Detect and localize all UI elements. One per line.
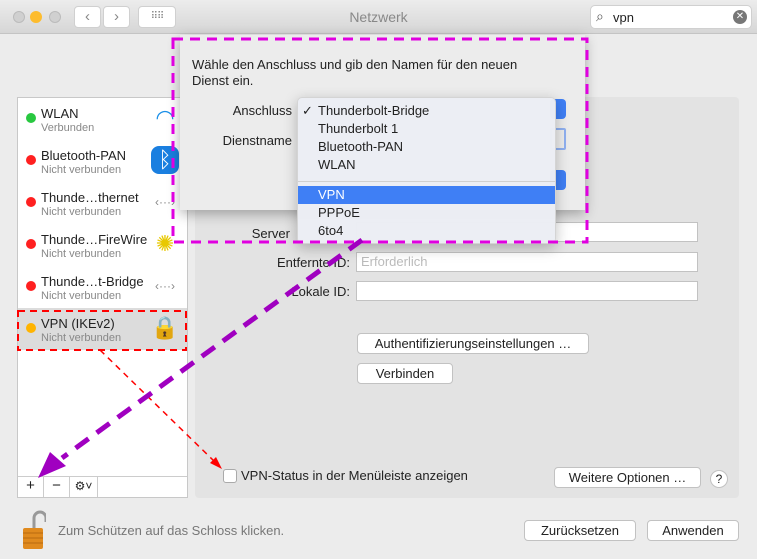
show-all-grid-button[interactable]: ⠿⠿ [138, 6, 176, 28]
service-status: Nicht verbunden [41, 290, 122, 302]
bridge-icon: ‹···› [155, 279, 175, 293]
apply-button[interactable]: Anwenden [647, 520, 739, 541]
service-row[interactable]: WLAN Verbunden ◠ [18, 98, 187, 140]
status-dot [26, 113, 36, 123]
service-status: Nicht verbunden [41, 248, 122, 260]
more-options-button[interactable]: Weitere Optionen … [554, 467, 701, 488]
vpn-status-checkbox[interactable] [223, 469, 237, 483]
service-row[interactable]: Thunde…t-Bridge Nicht verbunden ‹···› [18, 266, 187, 308]
sheet-message: Wähle den Anschluss und gib den Namen fü… [192, 57, 518, 88]
service-name: Thunde…FireWire [41, 232, 148, 247]
interface-label: Anschluss [232, 103, 292, 118]
checkmark-icon: ✓ [302, 103, 313, 118]
help-button[interactable]: ? [710, 470, 728, 488]
lock-icon: 🔒 [151, 315, 179, 340]
status-dot [26, 155, 36, 165]
close-window-button[interactable] [13, 11, 25, 23]
status-dot [26, 281, 36, 291]
vpn-status-label: VPN-Status in der Menüleiste anzeigen [241, 468, 468, 483]
status-dot [26, 197, 36, 207]
ethernet-icon: ‹···› [155, 195, 175, 209]
menu-item[interactable]: WLAN [318, 157, 356, 172]
local-id-input[interactable] [356, 281, 698, 301]
menu-item[interactable]: Thunderbolt-Bridge [318, 103, 430, 118]
minimize-window-button[interactable] [30, 11, 42, 23]
service-name: WLAN [41, 106, 79, 121]
service-list: WLAN Verbunden ◠ Bluetooth-PAN Nicht ver… [17, 97, 188, 498]
add-service-button[interactable]: + [18, 476, 44, 497]
auth-settings-button[interactable]: Authentifizierungseinstellungen … [357, 333, 589, 354]
service-name-label: Dienstname [222, 133, 292, 148]
status-dot [26, 239, 36, 249]
menu-item-selected[interactable]: VPN [318, 187, 345, 202]
service-status: Nicht verbunden [41, 164, 122, 176]
wifi-icon: ◠ [155, 105, 175, 130]
search-field[interactable]: ⌕ vpn ✕ [590, 5, 752, 29]
menu-separator [298, 181, 555, 182]
service-row[interactable]: VPN (IKEv2) Nicht verbunden 🔒 [18, 308, 187, 350]
status-dot [26, 323, 36, 333]
service-status: Nicht verbunden [41, 206, 122, 218]
search-icon: ⌕ [596, 8, 604, 24]
menu-item[interactable]: Bluetooth-PAN [318, 139, 404, 154]
window-title: Netzwerk [349, 9, 408, 25]
remote-id-input[interactable]: Erforderlich [356, 252, 698, 272]
gear-menu-button[interactable]: ⚙˅ [70, 476, 98, 497]
service-name: Bluetooth-PAN [41, 148, 127, 163]
menu-item[interactable]: PPPoE [318, 205, 360, 220]
service-name: Thunde…t-Bridge [41, 274, 144, 289]
lock-hint: Zum Schützen auf das Schloss klicken. [58, 523, 285, 538]
revert-button[interactable]: Zurücksetzen [524, 520, 636, 541]
menu-item[interactable]: 6to4 [318, 223, 344, 238]
zoom-window-button[interactable] [49, 11, 61, 23]
server-label: Server [251, 226, 290, 241]
clear-search-icon[interactable]: ✕ [733, 10, 747, 24]
service-row[interactable]: Bluetooth-PAN Nicht verbunden ᛒ [18, 140, 187, 182]
service-name: VPN (IKEv2) [41, 316, 115, 331]
back-button[interactable]: ‹ [74, 6, 101, 28]
search-input[interactable]: vpn [613, 10, 634, 25]
interface-dropdown-menu: ✓ Thunderbolt-Bridge Thunderbolt 1 Bluet… [297, 97, 556, 244]
menu-item[interactable]: Thunderbolt 1 [318, 121, 399, 136]
connect-button[interactable]: Verbinden [357, 363, 453, 384]
forward-button[interactable]: › [103, 6, 130, 28]
service-status: Verbunden [41, 122, 95, 134]
remote-id-label: Entfernte ID: [277, 255, 350, 270]
local-id-label: Lokale ID: [291, 284, 350, 299]
remove-service-button[interactable]: − [44, 476, 70, 497]
service-name: Thunde…thernet [41, 190, 139, 205]
bluetooth-icon: ᛒ [151, 146, 179, 174]
service-row[interactable]: Thunde…thernet Nicht verbunden ‹···› [18, 182, 187, 224]
lock-icon[interactable] [22, 510, 48, 550]
service-status: Nicht verbunden [41, 332, 122, 344]
